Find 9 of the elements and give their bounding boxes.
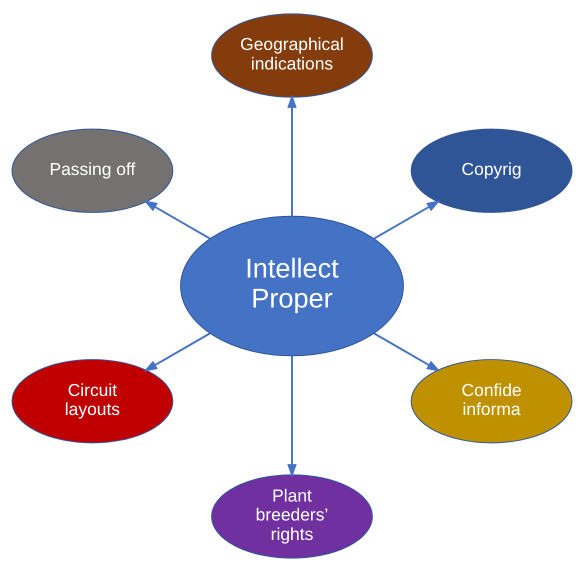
node-ellipse: Plant breeders’ rights — [211, 474, 373, 559]
node-ellipse: Geographical indications — [211, 13, 373, 98]
arrow — [287, 356, 297, 478]
node-ellipse: Intellect Proper — [180, 216, 404, 356]
arrow — [374, 332, 440, 372]
arrow — [287, 94, 297, 216]
arrow — [374, 200, 440, 240]
arrow — [144, 200, 210, 240]
arrow — [144, 332, 210, 372]
